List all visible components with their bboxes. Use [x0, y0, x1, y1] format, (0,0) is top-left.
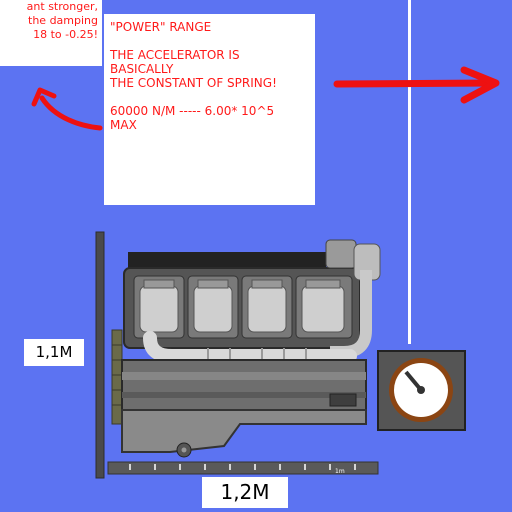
ruler-unit-label: 1m: [335, 468, 345, 475]
engine-side-plate: [111, 329, 123, 425]
note-left-line: ant stronger,: [26, 0, 98, 13]
right-arrow-icon: [333, 66, 500, 104]
gauge-icon: [377, 350, 466, 431]
note-line: 60000 N/M ----- 6.00* 10^5: [110, 104, 275, 118]
note-line: MAX: [110, 118, 137, 132]
width-ruler: 1m: [107, 461, 379, 475]
cylinders: [133, 275, 353, 339]
engine-badge: [329, 393, 357, 407]
engine-intake: [325, 239, 357, 269]
note-left-line: 18 to -0.25!: [33, 28, 98, 41]
engine-block: [121, 359, 367, 411]
curved-arrow-icon: [31, 87, 103, 131]
height-dimension-label: 1,1M: [24, 339, 84, 366]
note-left-line: the damping: [28, 14, 98, 27]
engine: [111, 239, 381, 458]
coolant-pipe: [143, 331, 357, 363]
note-line: THE ACCELERATOR IS: [110, 48, 240, 62]
note-main: "POWER" RANGE THE ACCELERATOR IS BASICAL…: [104, 14, 315, 205]
note-line: BASICALLY: [110, 62, 174, 76]
engine-top-rail: [128, 252, 326, 268]
oil-pan: [121, 409, 367, 453]
width-dimension-label: 1,2M: [202, 477, 288, 508]
vertical-guide-line: [408, 0, 411, 344]
note-line: "POWER" RANGE: [110, 20, 212, 34]
note-left: ant stronger, the damping 18 to -0.25!: [0, 0, 102, 66]
note-line: THE CONSTANT OF SPRING!: [110, 76, 277, 90]
height-ruler: [95, 231, 105, 479]
